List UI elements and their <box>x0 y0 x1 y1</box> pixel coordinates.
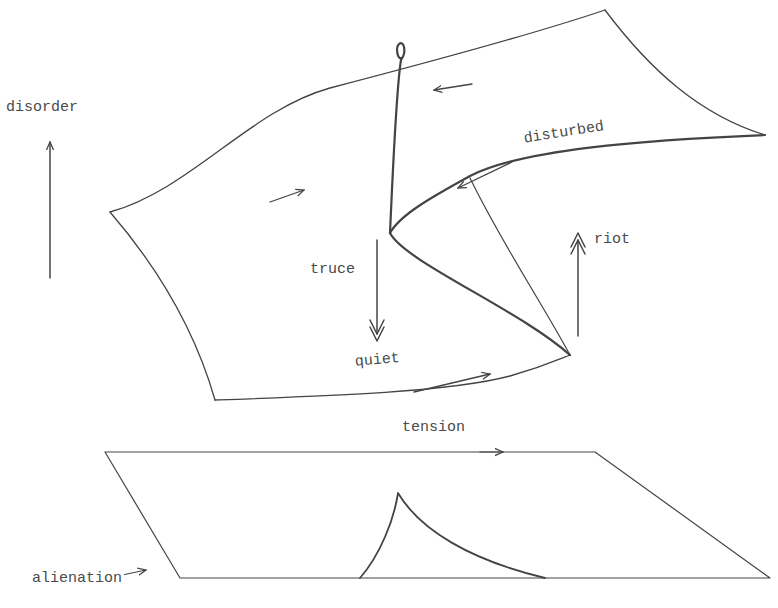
surface-edge <box>110 10 605 212</box>
axis-arrow <box>480 451 503 452</box>
axis-arrow <box>49 142 51 278</box>
control-plane <box>105 452 770 578</box>
flow-arrow <box>270 190 304 202</box>
axis-label: disturbed <box>521 119 608 149</box>
fold-edge <box>390 233 570 355</box>
axis-label: tension <box>400 420 467 437</box>
fold-edge <box>390 135 765 233</box>
axis-label: riot <box>592 232 632 249</box>
behaviour-path <box>390 43 404 233</box>
fold-edge <box>470 178 570 355</box>
flow-arrow <box>414 374 490 392</box>
flow-arrow <box>458 162 512 188</box>
axis-label: alienation <box>30 571 124 588</box>
jump-arrow <box>577 240 579 336</box>
jump-arrow <box>370 320 384 341</box>
axis-label: quiet <box>352 351 402 372</box>
flow-arrow <box>434 84 472 90</box>
jump-arrow <box>571 233 585 254</box>
axis-label: disorder <box>4 100 80 117</box>
cusp-curve <box>360 493 545 578</box>
surface-edge <box>110 212 215 400</box>
surface-edge <box>605 10 765 135</box>
jump-arrow <box>376 240 378 334</box>
axis-label: truce <box>308 262 357 279</box>
